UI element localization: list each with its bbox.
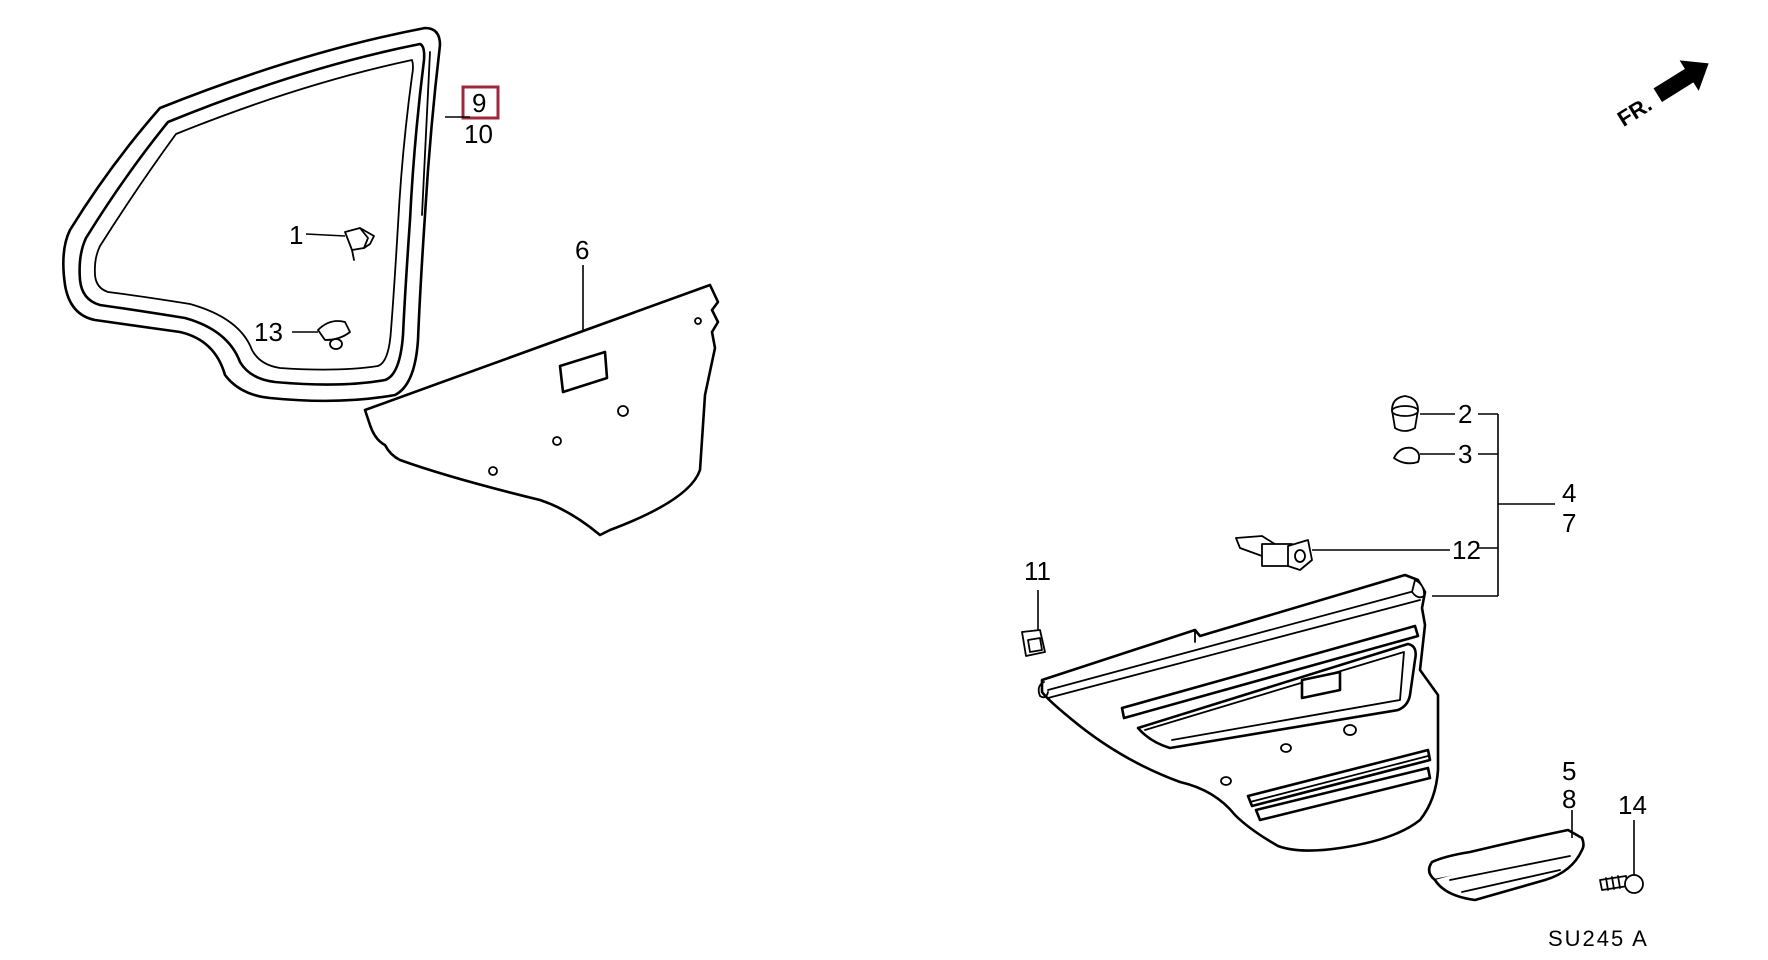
- clip-part-13[interactable]: [292, 320, 351, 350]
- weatherstrip-part[interactable]: [62, 26, 442, 403]
- clip-part-1[interactable]: [305, 227, 375, 261]
- part-label-6[interactable]: 6: [575, 235, 589, 265]
- armrest-part-5[interactable]: [1427, 810, 1585, 902]
- part-label-14[interactable]: 14: [1618, 790, 1647, 820]
- clip-part-11[interactable]: [1021, 590, 1046, 657]
- part-label-4[interactable]: 4: [1562, 478, 1576, 508]
- assembly-bracket: [1432, 413, 1555, 597]
- part-label-7[interactable]: 7: [1562, 508, 1576, 538]
- part-label-2[interactable]: 2: [1458, 399, 1472, 429]
- door-panel-part-6[interactable]: [363, 265, 720, 537]
- front-direction-arrow-icon: [1653, 60, 1709, 102]
- part-label-13[interactable]: 13: [254, 317, 283, 347]
- selected-part-highlight: [461, 85, 500, 120]
- part-label-1[interactable]: 1: [289, 220, 303, 250]
- front-indicator-label: FR.: [1613, 91, 1656, 131]
- part-label-3[interactable]: 3: [1458, 439, 1472, 469]
- part-label-9[interactable]: 9: [472, 88, 486, 118]
- door-trim-panel-part-4[interactable]: [1037, 573, 1440, 852]
- part-label-10[interactable]: 10: [464, 119, 493, 149]
- washer-part-3[interactable]: [1393, 446, 1455, 465]
- front-indicator: FR.: [1613, 60, 1709, 131]
- part-label-8[interactable]: 8: [1562, 784, 1576, 814]
- part-labels: 9 10 1 13 6 2 3 4 7 12 11 5 8 14 SU245 A: [254, 85, 1649, 951]
- part-label-12[interactable]: 12: [1452, 535, 1481, 565]
- screw-part-14[interactable]: [1599, 820, 1644, 894]
- part-label-5[interactable]: 5: [1562, 756, 1576, 786]
- part-label-11[interactable]: 11: [1024, 556, 1051, 586]
- fastener-part-12[interactable]: [1235, 535, 1450, 571]
- drawing-code: SU245 A: [1548, 926, 1649, 951]
- grommet-part-2[interactable]: [1391, 395, 1455, 432]
